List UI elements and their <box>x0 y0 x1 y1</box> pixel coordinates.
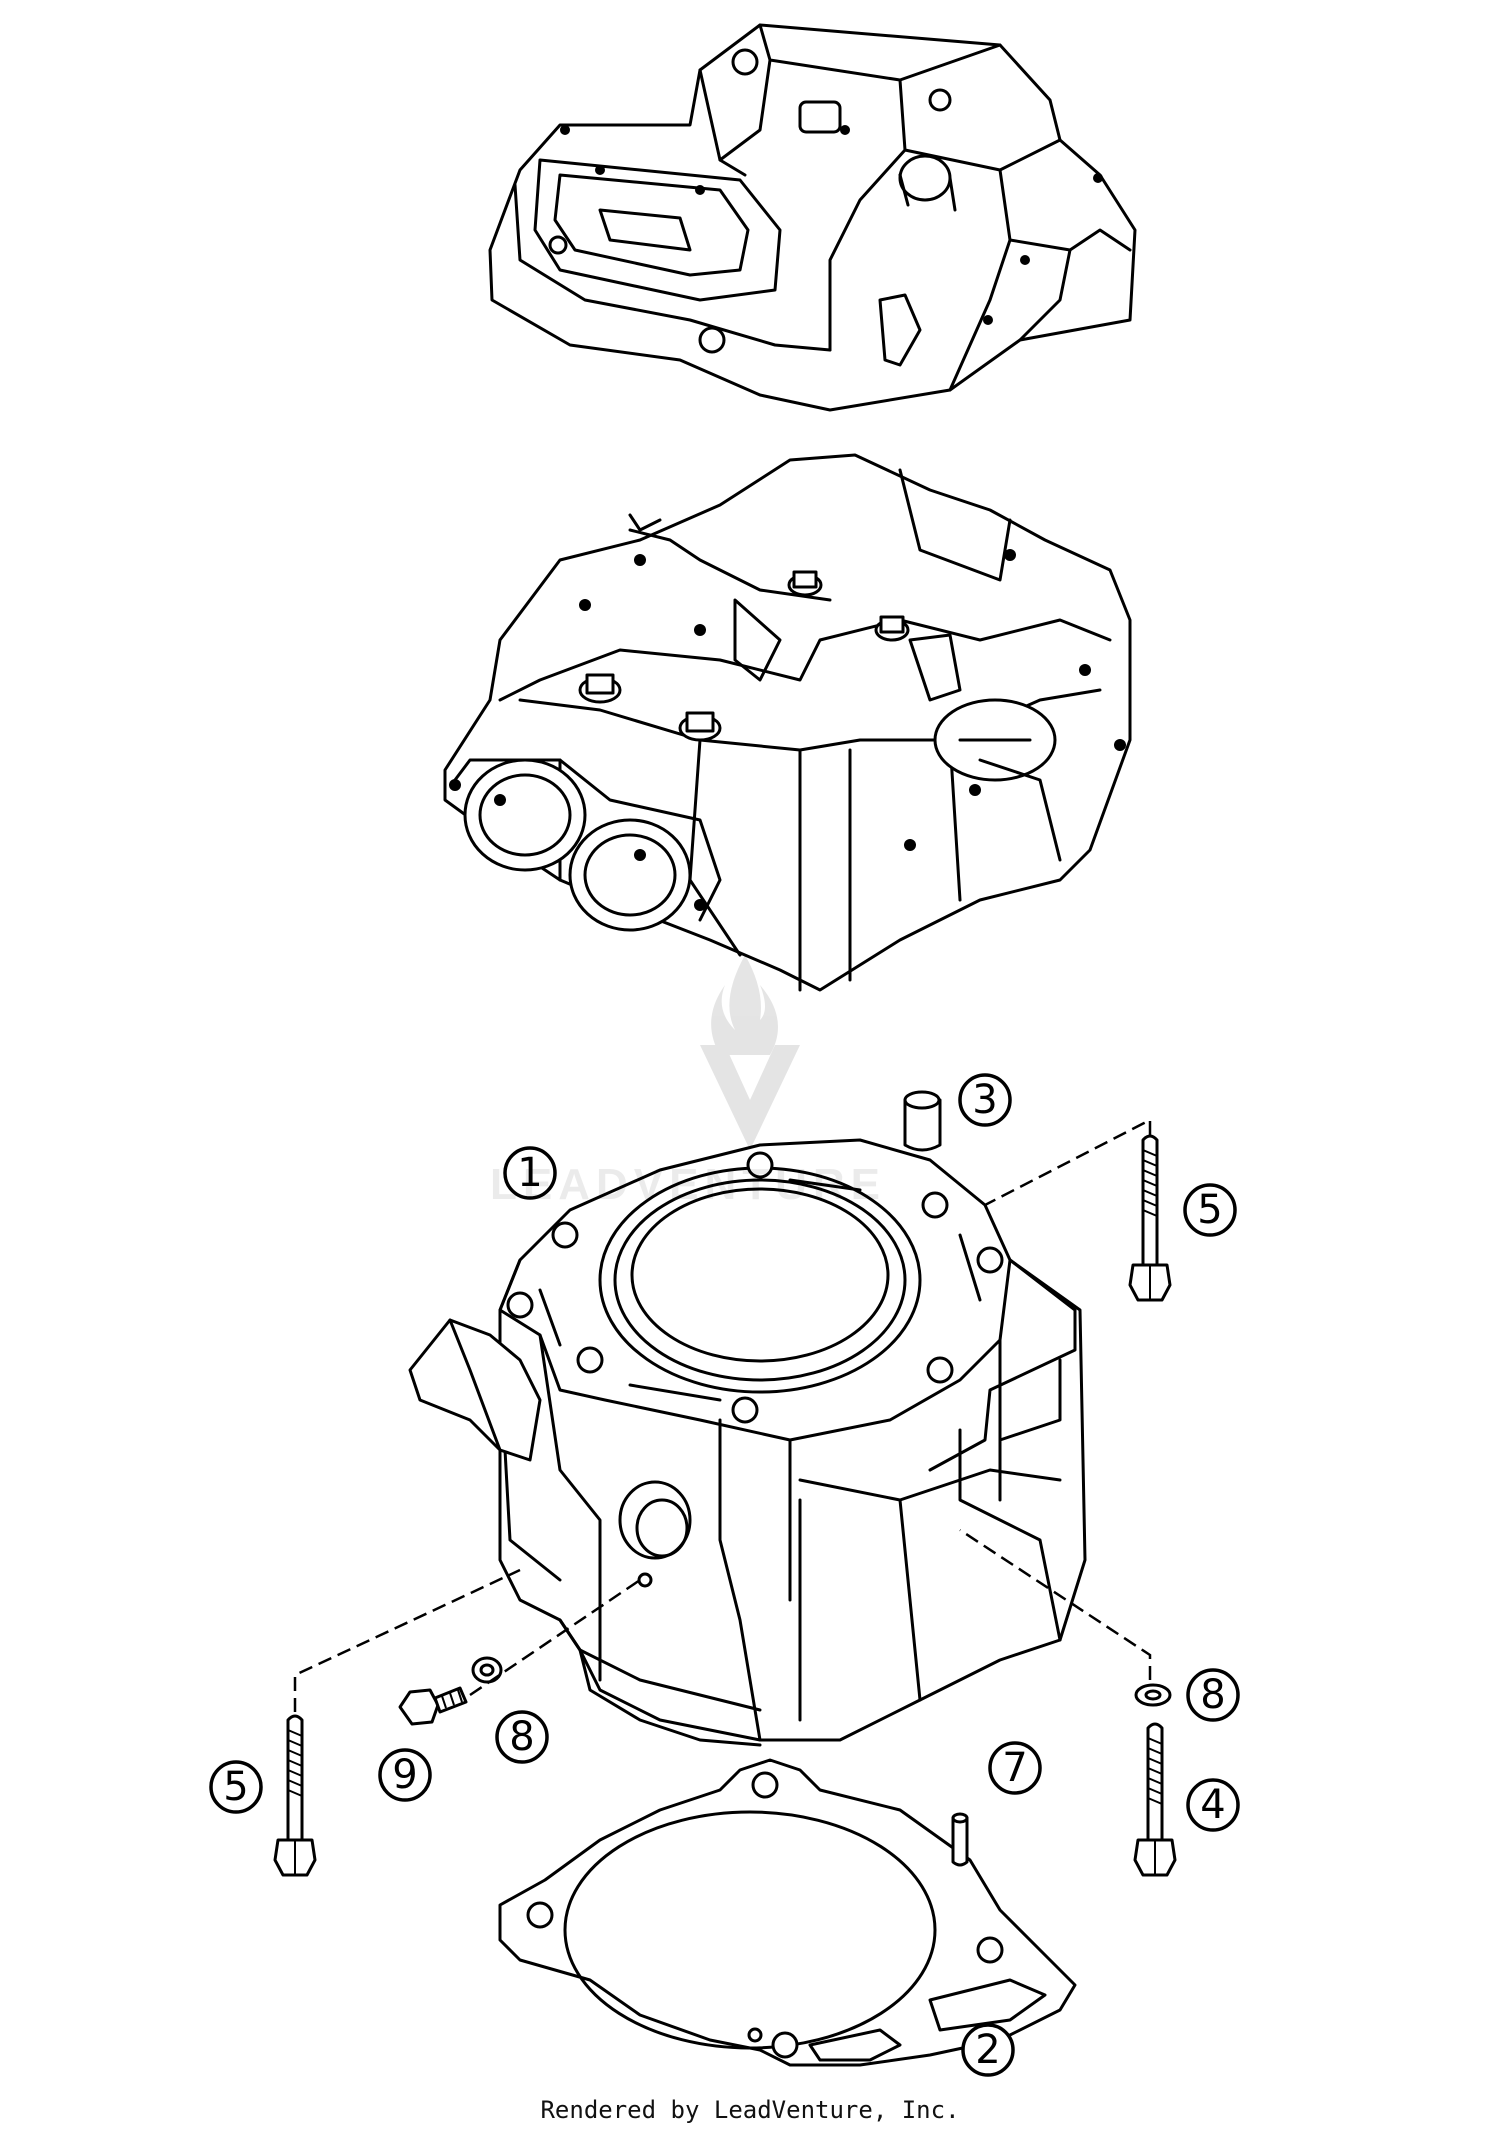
cylinder-bolt-upper <box>1128 1134 1172 1302</box>
dowel-pin <box>951 1812 969 1867</box>
callout-5-upper-label: 5 <box>1197 1187 1222 1233</box>
watermark-logo <box>700 955 800 1150</box>
callout-8-right-label: 8 <box>1200 1672 1225 1718</box>
leader-lines <box>293 1117 1152 1712</box>
cylinder-bolt-right <box>1133 1722 1177 1877</box>
washer-left <box>471 1656 503 1684</box>
washer-right <box>1134 1683 1172 1707</box>
callout-5-upper: 5 <box>1183 1183 1237 1237</box>
callout-5-left: 5 <box>209 1760 263 1814</box>
valve-cover <box>488 23 1137 412</box>
callout-1-label: 1 <box>517 1150 542 1196</box>
cylinder <box>408 1138 1087 1747</box>
callout-8-left-label: 8 <box>509 1714 534 1760</box>
base-gasket <box>498 1758 1077 2067</box>
callout-8-right: 8 <box>1186 1668 1240 1722</box>
callout-9: 9 <box>378 1748 432 1802</box>
watermark-text: LEADVENTURE <box>490 1160 887 1209</box>
callout-8-left: 8 <box>495 1710 549 1764</box>
dowel-sleeve <box>903 1090 942 1152</box>
callout-4-label: 4 <box>1200 1782 1225 1828</box>
cylinder-bolt-left <box>273 1714 317 1877</box>
callout-7: 7 <box>988 1741 1042 1795</box>
callout-4: 4 <box>1186 1778 1240 1832</box>
footer-credit: Rendered by LeadVenture, Inc. <box>540 2096 960 2124</box>
callout-2: 2 <box>961 2023 1015 2077</box>
callout-1: 1 <box>503 1146 557 1200</box>
cylinder-head <box>443 453 1132 992</box>
callout-3: 3 <box>958 1073 1012 1127</box>
plug-screw <box>398 1686 468 1726</box>
callout-3-label: 3 <box>972 1077 997 1123</box>
callout-5-left-label: 5 <box>223 1764 248 1810</box>
callout-9-label: 9 <box>392 1752 417 1798</box>
callout-2-label: 2 <box>975 2027 1000 2073</box>
callout-7-label: 7 <box>1002 1745 1027 1791</box>
